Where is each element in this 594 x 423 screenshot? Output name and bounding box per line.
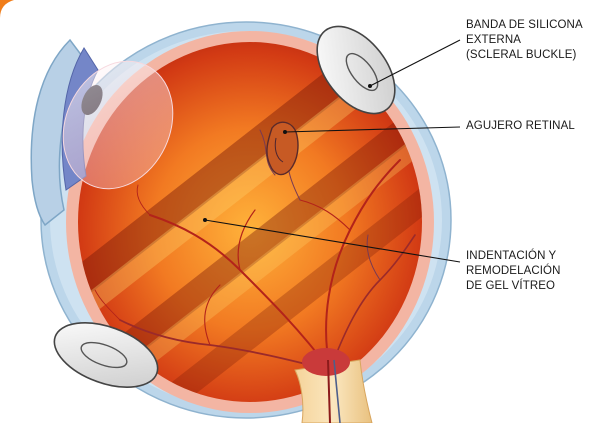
accent-corner-mark	[0, 0, 14, 18]
label-retinal-hole: AGUJERO RETINAL	[466, 119, 575, 134]
label-retinal-hole-line-1: AGUJERO RETINAL	[466, 119, 575, 134]
label-scleral-buckle: BANDA DE SILICONA EXTERNA (SCLERAL BUCKL…	[466, 18, 583, 63]
label-scleral-buckle-line-1: BANDA DE SILICONA	[466, 18, 583, 33]
label-scleral-buckle-line-3: (SCLERAL BUCKLE)	[466, 48, 583, 63]
label-scleral-buckle-line-2: EXTERNA	[466, 33, 583, 48]
label-vitreous-line-2: REMODELACIÓN	[466, 264, 561, 279]
label-vitreous-line-1: INDENTACIÓN Y	[466, 249, 561, 264]
label-vitreous-line-3: DE GEL VÍTREO	[466, 279, 561, 294]
label-vitreous: INDENTACIÓN Y REMODELACIÓN DE GEL VÍTREO	[466, 249, 561, 294]
